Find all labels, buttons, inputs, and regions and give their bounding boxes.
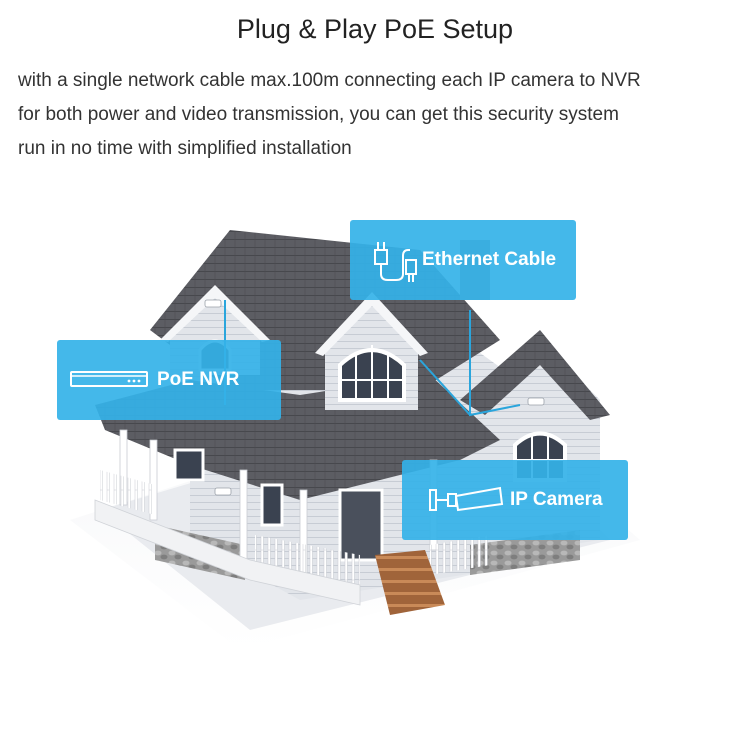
- window-front: [260, 483, 284, 527]
- callout-poe-nvr: PoE NVR: [57, 340, 281, 420]
- nvr-recorder-icon: [69, 368, 149, 392]
- description-line-2: for both power and video transmission, y…: [18, 104, 619, 125]
- description-line-3: run in no time with simplified installat…: [18, 138, 352, 159]
- callout-camera-label: IP Camera: [510, 489, 603, 510]
- camera-mount-right: [527, 397, 545, 406]
- window-lower-left: [173, 448, 205, 482]
- dormer-center-roof: [315, 292, 428, 356]
- front-steps: [375, 550, 445, 615]
- camera-mount-left: [204, 299, 222, 308]
- page-title: Plug & Play PoE Setup: [236, 14, 514, 44]
- bullet-camera-icon: [428, 482, 504, 518]
- porch-deck: [94, 499, 361, 606]
- right-gable-roof: [460, 330, 610, 420]
- ethernet-plug-icon: [370, 236, 418, 284]
- porch-railing-left: [100, 470, 155, 515]
- door-front: [338, 488, 384, 562]
- porch-railing-right: [430, 535, 490, 575]
- callout-nvr-label: PoE NVR: [157, 369, 240, 390]
- description: with a single network cable max.100m con…: [18, 64, 732, 166]
- stone-foundation-right: [470, 530, 580, 575]
- window-dormer-center-grid: [340, 345, 404, 400]
- callout-ethernet-label: Ethernet Cable: [422, 249, 557, 270]
- camera-mount-lower: [214, 487, 232, 496]
- porch-railing-front: [255, 535, 360, 585]
- callout-ip-camera: IP Camera: [402, 460, 628, 540]
- dormer-left-roof: [160, 285, 270, 342]
- callout-ethernet-cable: Ethernet Cable: [350, 220, 576, 300]
- description-line-1: with a single network cable max.100m con…: [18, 70, 641, 91]
